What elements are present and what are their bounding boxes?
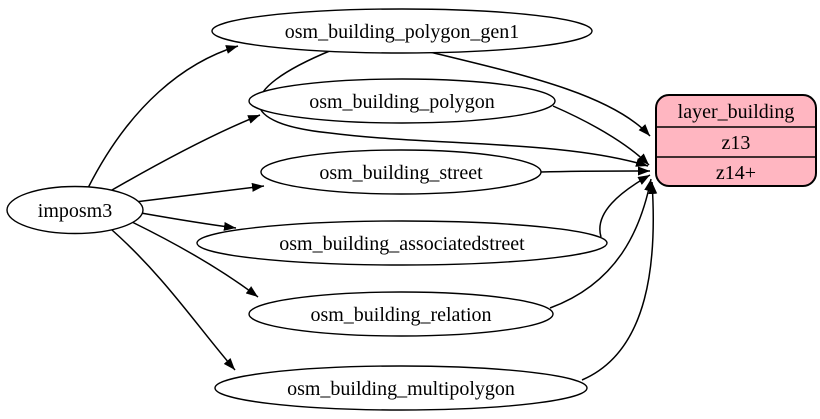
imposm3-ellipse [6,185,144,235]
layer-building-row-z13: z13 [722,132,751,154]
osm-building-street-ellipse [260,149,542,195]
osm-building-polygon-gen1-label: osm_building_polygon_gen1 [285,21,519,43]
layer-building-title: layer_building [678,101,795,123]
node-osm-building-relation: osm_building_relation [248,291,554,337]
edge-osm-building-polygon-gen1-to-z13 [429,51,651,137]
edge-imposm3-to-osm-building-street [134,182,265,203]
osm-building-multipolygon-label: osm_building_multipolygon [287,378,515,400]
edge-group [87,45,658,381]
osm-building-relation-label: osm_building_relation [310,304,491,326]
edge-imposm3-to-osm-building-polygon [99,114,261,198]
node-osm-building-associatedstreet: osm_building_associatedstreet [196,220,608,266]
node-osm-building-multipolygon: osm_building_multipolygon [214,365,588,411]
edge-osm-building-relation-to-z14 [549,178,654,309]
osm-building-street-label: osm_building_street [319,162,483,184]
edge-imposm3-to-osm-building-multipolygon [111,229,236,371]
edge-imposm3-to-osm-building-polygon-gen1 [87,45,239,189]
imposm3-label: imposm3 [38,200,112,222]
node-osm-building-polygon: osm_building_polygon [248,78,556,124]
osm-building-polygon-gen1-ellipse [211,8,593,54]
node-layer-building: layer_building z13 z14+ [655,94,817,187]
node-imposm3: imposm3 [6,185,144,235]
layer-building-row-z14: z14+ [716,162,756,184]
node-osm-building-street: osm_building_street [260,149,542,195]
layer-building-box [655,94,817,187]
edge-imposm3-to-osm-building-relation [131,221,259,298]
osm-building-relation-ellipse [248,291,554,337]
osm-building-polygon-label: osm_building_polygon [309,91,495,113]
edge-osm-building-polygon-gen1-to-z14 [258,49,649,167]
node-osm-building-polygon-gen1: osm_building_polygon_gen1 [211,8,593,54]
osm-building-multipolygon-ellipse [214,365,588,411]
osm-building-polygon-ellipse [248,78,556,124]
osm-building-associatedstreet-ellipse [196,220,608,266]
edge-osm-building-polygon-to-z14 [552,105,650,166]
edge-osm-building-associatedstreet-to-z14 [599,174,651,238]
edge-imposm3-to-osm-building-associatedstreet [140,212,237,231]
edge-osm-building-street-to-z14 [540,166,651,176]
edge-osm-building-multipolygon-to-z14 [581,181,658,381]
osm-building-associatedstreet-label: osm_building_associatedstreet [279,233,525,255]
